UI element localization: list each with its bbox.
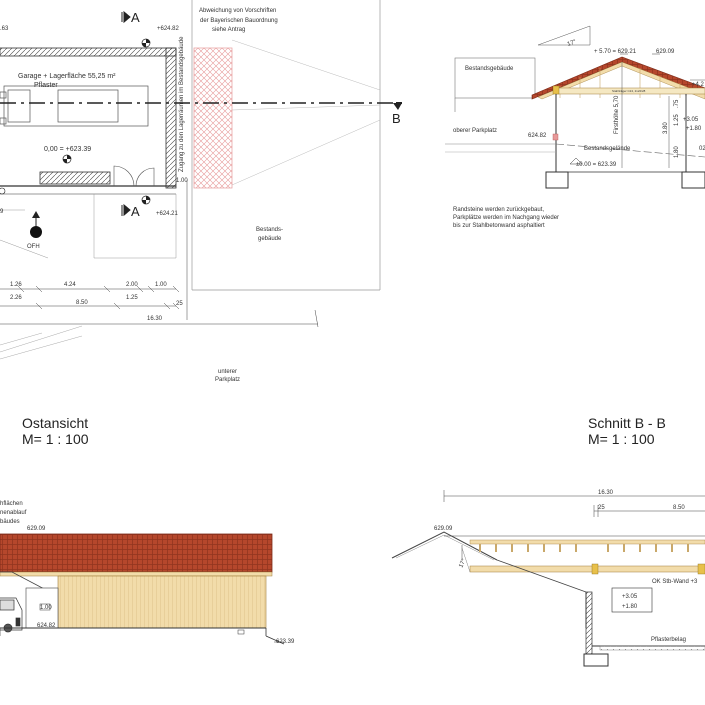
schnitt-bb-section: 16.30 25 8.50 629.09 17° OK Stb-Wand +3 …	[391, 490, 705, 667]
ostansicht-elevation: hflächen nenablauf bäudes 629.09 1.00 62…	[0, 501, 295, 645]
schnitt-dim-850: 8.50	[673, 505, 685, 511]
garage-wall-bottom	[39, 171, 111, 185]
firsthoehe-label: Firsthöhe 5,70	[614, 95, 620, 134]
garage-wall-top	[0, 47, 177, 57]
ost-note-1: hflächen	[0, 501, 23, 507]
note-abweichung-1: Abweichung von Vorschriften	[199, 8, 276, 14]
schnitt-dim-25: 25	[598, 505, 605, 511]
section-bb-top: 17° + 5.70 = 629.21 629.09 +4.2 Bestands…	[445, 25, 705, 229]
elev-zero: 0,00 = +623.39	[44, 146, 91, 153]
dim-side-100: 1.00	[176, 178, 188, 184]
dim-380: 3.80	[663, 122, 669, 134]
ofh-label: OFH	[27, 244, 40, 250]
ost-note-2: nenablauf	[0, 510, 27, 516]
schnitt-pflasterbelag: Pflasterbelag	[651, 637, 686, 643]
floor-plan: .63 +624.82 A A B Garage + Lagerfläche 5…	[0, 0, 402, 383]
schnitt-box-305: +3.05	[622, 594, 638, 600]
unterer-label-1: unterer	[218, 369, 237, 375]
ost-elev-624: 624.82	[37, 623, 56, 629]
hatched-zone	[193, 47, 233, 189]
num-9: 9	[0, 209, 4, 215]
ost-note-3: bäudes	[0, 519, 20, 525]
note-abweichung-2: der Bayerischen Bauordnung	[200, 18, 278, 24]
existing-building	[454, 57, 536, 99]
note-line-2: Parkplätze werden im Nachgang wieder	[453, 215, 559, 221]
dim-125: 1.25	[674, 114, 680, 126]
scale-ostansicht: M= 1 : 100	[22, 431, 89, 447]
car-icon	[0, 85, 149, 127]
ost-dim-100: 1.00	[40, 605, 52, 611]
elev-top: +624.82	[157, 26, 180, 32]
zero-label: ±0.00 = 623.39	[576, 162, 617, 168]
bestand-label-1: Bestands-	[256, 227, 283, 233]
section-b-label: B	[392, 111, 401, 126]
foundation-left	[545, 171, 569, 189]
foundation	[583, 653, 609, 667]
dim-180: 1.80	[674, 146, 680, 158]
ridge-label: + 5.70 = 629.21	[594, 49, 637, 55]
dim-25: 25	[176, 301, 183, 307]
dim-02: 02	[699, 146, 705, 152]
note-line-1: Randsteine werden zurückgebaut,	[453, 207, 544, 213]
note-line-3: bis zur Stahlbetonwand asphaltiert	[453, 223, 545, 229]
dim-126: 1.26	[10, 282, 22, 288]
roof-tiles	[0, 533, 273, 573]
title-ostansicht: Ostansicht	[22, 415, 88, 431]
roof-section	[531, 56, 705, 100]
elev-left: .63	[0, 26, 9, 32]
scale-schnitt: M= 1 : 100	[588, 431, 655, 447]
dim-424: 4.24	[64, 282, 76, 288]
elev-624: 624.82	[528, 133, 547, 139]
garage-label: Garage + Lagerfläche 55,25 m²	[18, 73, 116, 80]
oberer-label: oberer Parkplatz	[453, 128, 497, 134]
elev-bottom: +624.21	[156, 211, 179, 217]
elev-180: +1.80	[686, 126, 702, 132]
main-beam	[469, 565, 705, 573]
section-a-label-bottom: A	[131, 204, 140, 219]
bestandsgelaende-label: Bestandsgelände	[584, 146, 631, 152]
bestand-label: Bestandsgebäude	[465, 66, 514, 72]
ost-elev-629: 629.09	[27, 526, 46, 532]
section-a-label-top: A	[131, 10, 140, 25]
pflaster-label: Pflaster	[34, 82, 58, 89]
foundation-right	[681, 171, 705, 189]
schnitt-box-180: +1.80	[622, 604, 638, 610]
level-marker-icon	[0, 38, 151, 205]
dim-1630: 16.30	[147, 316, 163, 322]
elev-629-top: 629.09	[656, 49, 675, 55]
zugang-label: Zugang zu den Lagerräumen im Bestandsgeb…	[179, 36, 185, 172]
bestand-label-2: gebäude	[258, 236, 282, 242]
unterer-label-2: Parkplatz	[215, 377, 240, 383]
schnitt-slope: 17°	[458, 558, 468, 569]
schnitt-dim-1630: 16.30	[598, 490, 614, 496]
slope-label: 17°	[567, 39, 578, 48]
garage-wall-right	[165, 47, 177, 189]
dim-200: 2.00	[126, 282, 138, 288]
dim-850: 8.50	[76, 300, 88, 306]
ofh-marker-icon	[30, 211, 42, 238]
dimension-lines	[0, 180, 319, 328]
dim-75: .75	[674, 99, 680, 108]
dim-226: 2.26	[10, 295, 22, 301]
schnitt-elev-629: 629.09	[434, 526, 453, 532]
ost-elev-623: 623.39	[276, 639, 295, 645]
level-box	[611, 587, 653, 613]
beam-label: Stahlträger C24, 2x22/28	[612, 89, 646, 93]
title-schnitt: Schnitt B - B	[588, 415, 666, 431]
dim-100: 1.00	[155, 282, 167, 288]
elev-305: +3.05	[683, 117, 699, 123]
elev-right: +4.2	[692, 82, 705, 88]
schnitt-ok-wand: OK Stb-Wand +3	[652, 579, 698, 585]
concrete-wall	[585, 591, 593, 655]
wood-facade	[57, 575, 267, 629]
note-abweichung-3: siehe Antrag	[212, 27, 245, 33]
car-front-icon	[0, 597, 23, 633]
dim-125: 1.25	[126, 295, 138, 301]
